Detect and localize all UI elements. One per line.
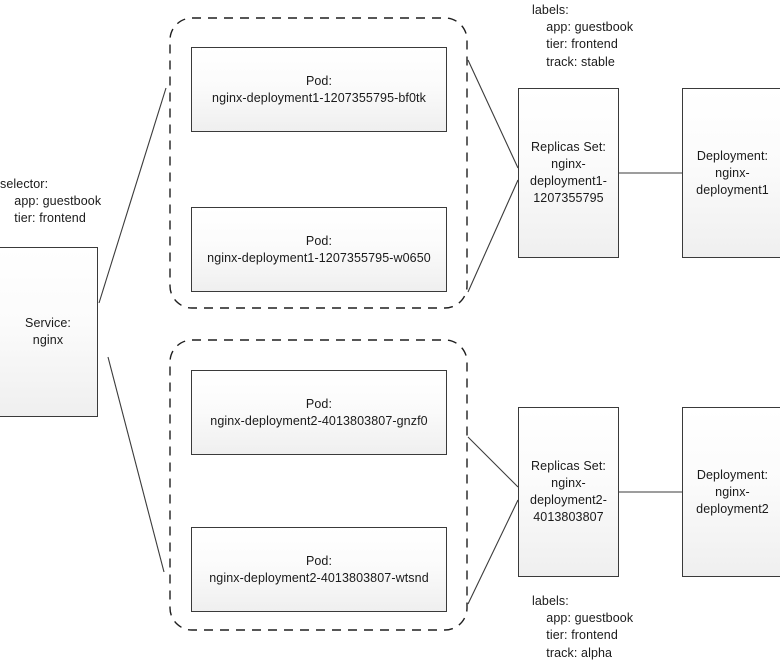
deployment-node-2-label: Deployment: nginx- deployment2 <box>696 467 769 516</box>
deployment-node-1[interactable]: Deployment: nginx- deployment1 <box>682 88 780 258</box>
pod-node-1-label: Pod: nginx-deployment1-1207355795-bf0tk <box>212 73 426 105</box>
deployment-node-1-label: Deployment: nginx- deployment1 <box>696 148 769 197</box>
service-node[interactable]: Service: nginx <box>0 247 98 417</box>
edge-pod-group-1-bottom-to-replicaset-1 <box>467 179 519 293</box>
deployment-node-2[interactable]: Deployment: nginx- deployment2 <box>682 407 780 577</box>
edge-service-to-pod-group-2 <box>107 356 165 573</box>
pod-node-4-label: Pod: nginx-deployment2-4013803807-wtsnd <box>209 553 429 585</box>
replicaset-node-1[interactable]: Replicas Set: nginx- deployment1- 120735… <box>518 88 619 258</box>
edge-pod-group-1-top-to-replicaset-1 <box>467 59 519 169</box>
replicaset-node-2-label: Replicas Set: nginx- deployment2- 401380… <box>530 459 607 524</box>
replicaset-node-1-label: Replicas Set: nginx- deployment1- 120735… <box>530 140 607 205</box>
pod-node-2-label: Pod: nginx-deployment1-1207355795-w0650 <box>207 233 431 265</box>
service-node-label: Service: nginx <box>25 316 71 347</box>
pod-node-2[interactable]: Pod: nginx-deployment1-1207355795-w0650 <box>191 207 447 292</box>
service-selector-annotation: selector: app: guestbook tier: frontend <box>0 177 102 226</box>
pod-node-1[interactable]: Pod: nginx-deployment1-1207355795-bf0tk <box>191 47 447 132</box>
edge-pod-group-2-bottom-to-replicaset-2 <box>467 499 519 605</box>
edge-pod-group-2-top-to-replicaset-2 <box>467 436 519 488</box>
replicaset-2-labels-annotation: labels: app: guestbook tier: frontend tr… <box>532 594 634 660</box>
edge-service-to-pod-group-1 <box>98 87 167 304</box>
replicaset-node-2[interactable]: Replicas Set: nginx- deployment2- 401380… <box>518 407 619 577</box>
pod-node-3-label: Pod: nginx-deployment2-4013803807-gnzf0 <box>210 396 428 428</box>
pod-node-3[interactable]: Pod: nginx-deployment2-4013803807-gnzf0 <box>191 370 447 455</box>
replicaset-1-labels-annotation: labels: app: guestbook tier: frontend tr… <box>532 3 634 69</box>
pod-node-4[interactable]: Pod: nginx-deployment2-4013803807-wtsnd <box>191 527 447 612</box>
